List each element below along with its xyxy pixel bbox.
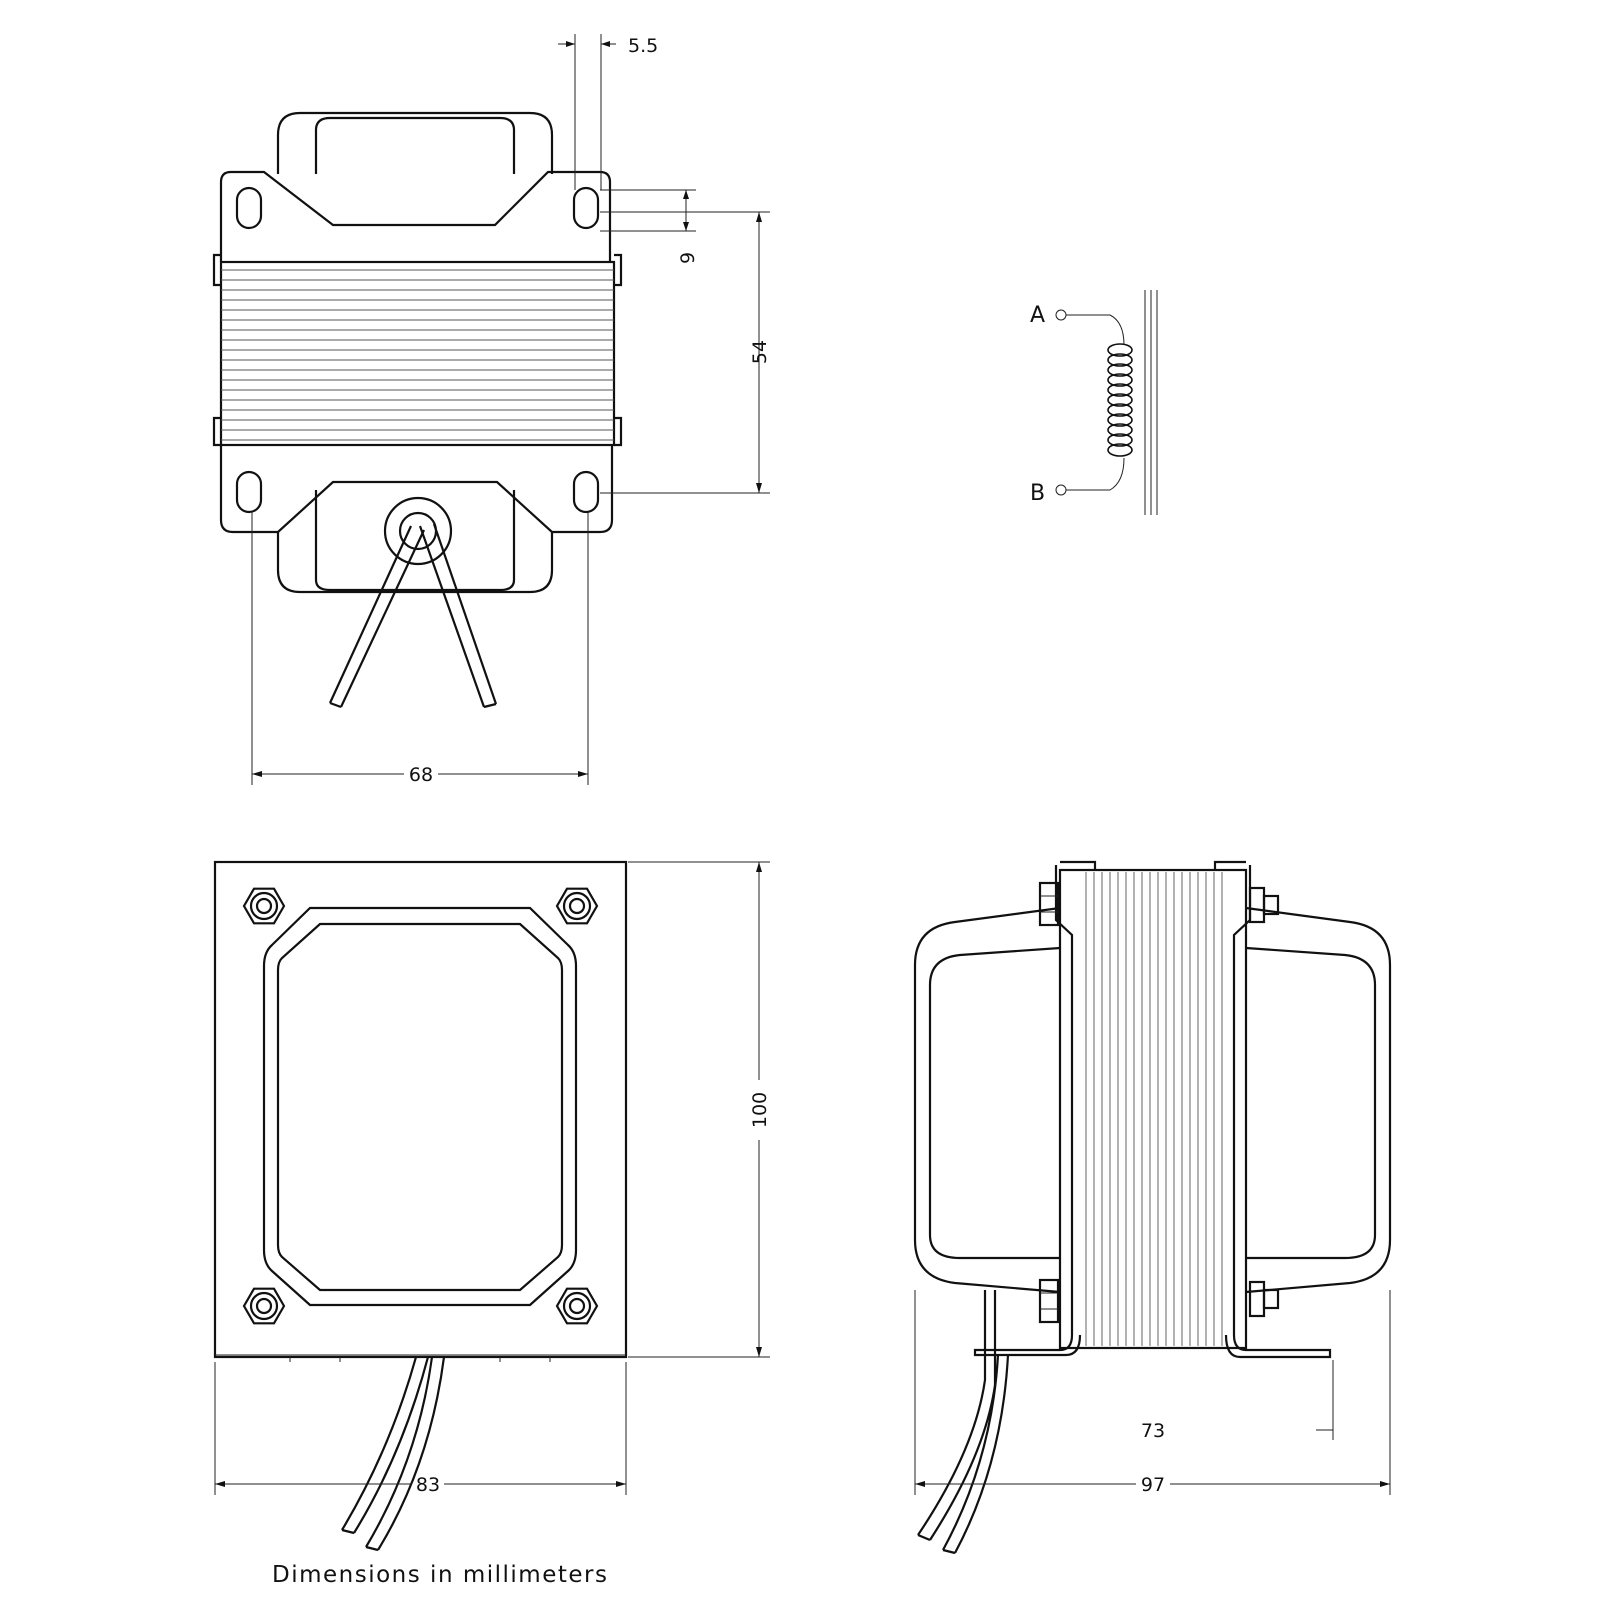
top-view [212, 111, 623, 709]
core-laminations [221, 269, 614, 441]
coil-loop [1107, 403, 1133, 417]
side-coil-right [1245, 906, 1392, 1294]
coil-loop [1107, 373, 1133, 387]
bolt-bottom-right [555, 1287, 599, 1325]
coil-loop [1107, 423, 1133, 437]
coil-loop [1107, 353, 1133, 367]
side-view [913, 860, 1392, 1555]
nut-top-left [1038, 881, 1060, 927]
winding-coil [1107, 343, 1133, 457]
side-core-laminations [1085, 872, 1223, 1346]
mounting-slot-bottom-left [235, 470, 263, 514]
top-coil-upper [276, 111, 554, 174]
front-dimensions: 100 83 [214, 861, 771, 1496]
bracket-right [1213, 860, 1332, 1359]
top-frame-upper [219, 170, 612, 262]
coil-loop [1107, 413, 1133, 427]
terminal-b-label: B [1030, 481, 1045, 506]
bolt-bottom-left [242, 1287, 286, 1325]
top-coil-lower [276, 532, 554, 594]
lead-wire-right [418, 523, 498, 709]
coil-loop [1107, 363, 1133, 377]
side-core [1058, 868, 1248, 1350]
bolt-top-right [555, 887, 599, 925]
front-plate [213, 860, 628, 1359]
bracket-left [973, 860, 1097, 1357]
nut-bottom-left [1038, 1278, 1060, 1324]
side-coil-left [913, 906, 1061, 1294]
mounting-slot-bottom-right [572, 470, 600, 514]
nut-bottom-right [1248, 1280, 1280, 1318]
top-coil-upper-inner [314, 116, 516, 174]
dim-hole-spacing-y: 54 [749, 340, 771, 364]
top-frame-lower [219, 445, 614, 534]
front-lead-wires [341, 1356, 446, 1552]
coil-loop [1107, 433, 1133, 447]
side-lead-wires [917, 1290, 1010, 1555]
coil-loop [1107, 383, 1133, 397]
dim-hole-spacing-x: 68 [409, 764, 433, 786]
nut-top-right [1248, 886, 1280, 924]
mounting-slot-top-right [572, 186, 600, 230]
side-clip-left-upper [212, 253, 221, 287]
dim-side-width: 97 [1141, 1474, 1165, 1496]
dim-front-width: 83 [416, 1474, 440, 1496]
cable-grommet-outer [383, 496, 453, 566]
front-view [213, 860, 628, 1552]
side-clip-left-lower [212, 416, 221, 447]
side-clip-right-lower [614, 416, 623, 447]
terminal-a-label: A [1030, 303, 1045, 328]
top-coil-lower-inner [314, 490, 516, 592]
coil-loop [1107, 443, 1133, 457]
side-dimensions: 73 97 [914, 1290, 1391, 1496]
coil-window-inner [276, 922, 564, 1292]
side-clip-right-upper [614, 253, 623, 287]
dim-slot-width: 5.5 [628, 35, 658, 57]
terminal-b [1055, 484, 1067, 496]
dim-side-inner: 73 [1141, 1420, 1165, 1442]
bolt-top-left [242, 887, 286, 925]
coil-loop [1107, 343, 1133, 357]
top-dimensions: 5.5 9 54 68 [251, 34, 771, 786]
dim-slot-length: 9 [677, 252, 699, 264]
terminal-a [1055, 309, 1067, 321]
laminated-core [219, 260, 616, 447]
side-coil-right-inner [1245, 946, 1377, 1260]
mounting-slot-top-left [235, 186, 263, 230]
units-footnote: Dimensions in millimeters [272, 1562, 608, 1588]
dim-height: 100 [749, 1092, 771, 1128]
coil-window-outer [262, 906, 578, 1307]
coil-loop [1107, 393, 1133, 407]
lead-wire-left [328, 525, 425, 709]
winding-schematic: A B [1030, 290, 1158, 515]
side-coil-left-inner [928, 946, 1061, 1260]
